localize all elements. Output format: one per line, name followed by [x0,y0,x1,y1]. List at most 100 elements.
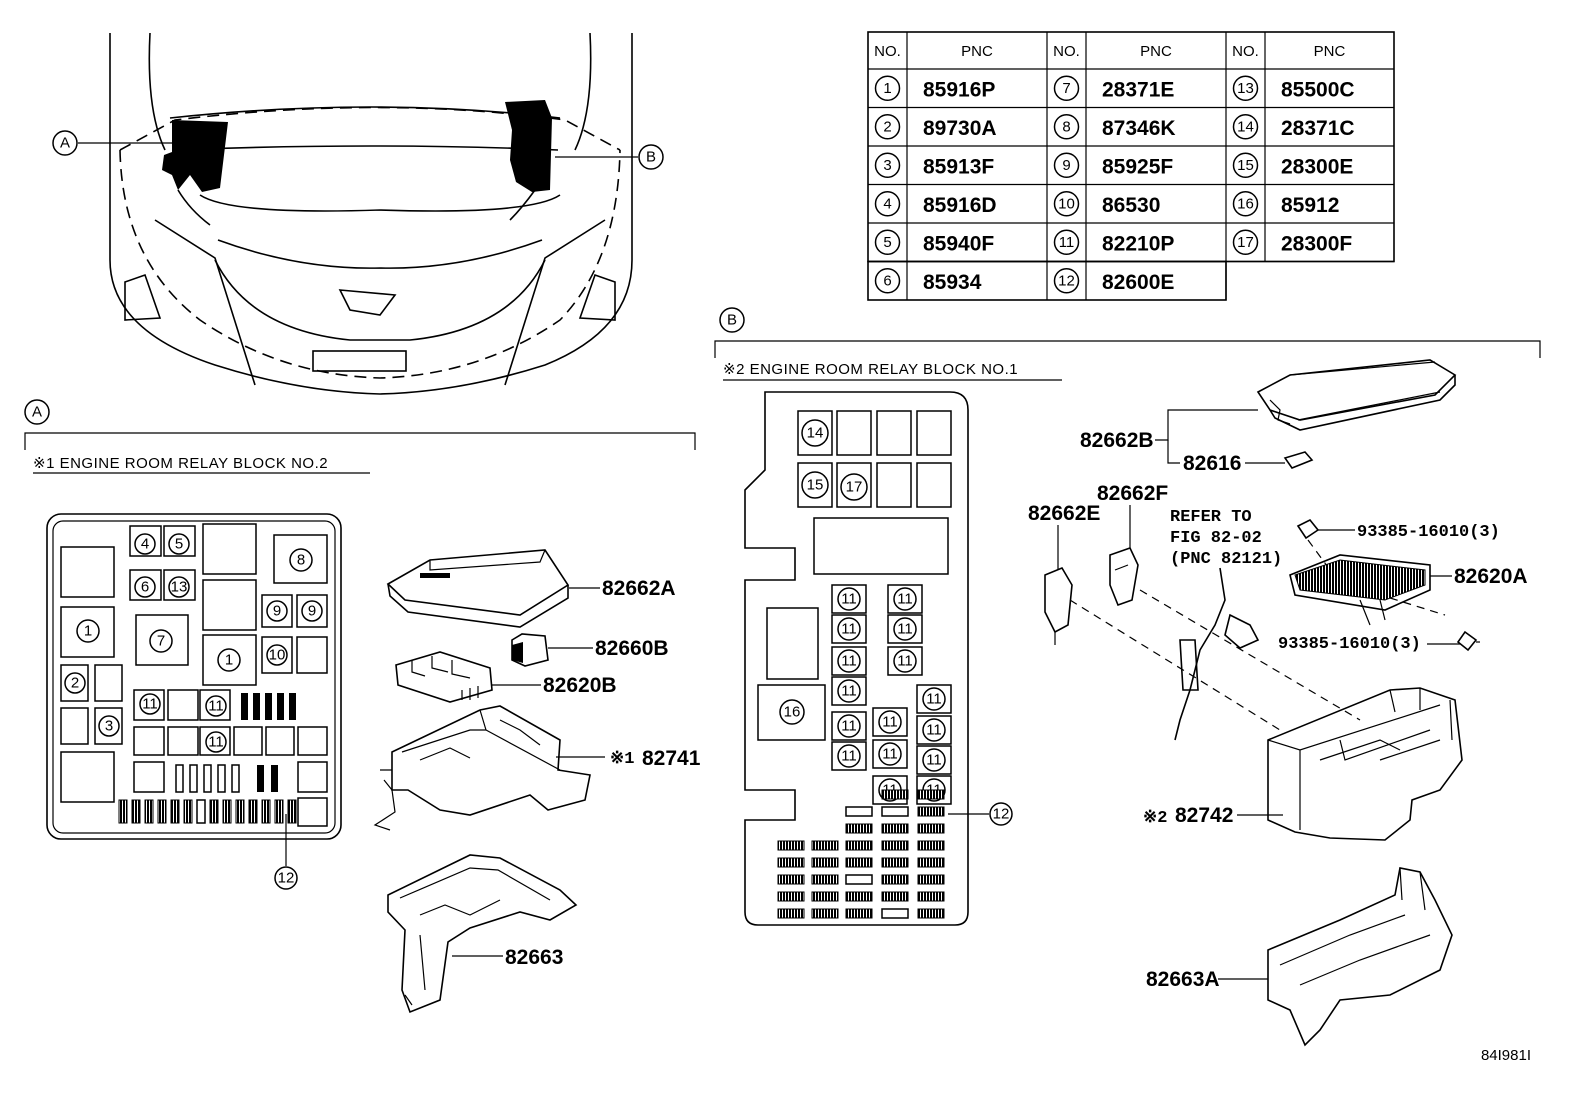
table-no: 14 [1237,118,1254,135]
bracket-82663-drawing [387,854,578,1014]
fuse-box-circle [837,714,861,738]
label-82660b: 82660B [595,637,669,660]
table-pnc: 85500C [1281,78,1355,101]
label-82741: 82741 [642,747,701,770]
fuse-box-label: 11 [841,718,857,735]
table-no: 11 [1059,234,1075,251]
fuse-strip [845,874,873,885]
fuse-box-label: 11 [882,714,898,731]
fuse-box-label: 11 [882,746,898,763]
fuse-strip [917,874,945,885]
fuse-box-label: 11 [841,683,857,700]
table-header-cell: PNC [1140,43,1172,60]
fuse-strip [917,857,945,868]
fuse-strip [811,891,839,902]
table-pnc: 28300E [1281,155,1353,178]
fuse-box-circle [837,744,861,768]
fuse-strip [811,874,839,885]
table-no: 6 [883,272,891,289]
table-no: 9 [1062,157,1070,174]
svg-text:3: 3 [105,718,113,735]
table-no-circle [1232,75,1259,101]
table-pnc: 85916D [923,194,997,217]
table-no: 5 [883,234,891,251]
table-no: 1 [883,80,891,97]
fuse-strip-a1 [241,693,296,720]
svg-text:8: 8 [297,552,305,569]
label-bolt-1: 93385-16010(3) [1357,523,1500,542]
block-b-position-labels: 14 15 17 16 12 [779,419,1013,826]
table-no-circle [1053,191,1080,217]
label-82662a: 82662A [602,577,676,600]
label-82663a: 82663A [1146,968,1220,991]
table-no: 17 [1237,234,1254,251]
svg-text:1: 1 [84,623,92,640]
table-pnc: 28300F [1281,232,1352,255]
fuse-strip-a3 [118,799,297,824]
svg-text:17: 17 [846,479,863,496]
table-no-circle [1053,75,1080,101]
fuse-strip [845,840,873,851]
fuse-strip [881,857,909,868]
fuse-box-circle [922,718,946,742]
fuse-strip [777,891,805,902]
table-pnc: 28371E [1102,78,1174,101]
svg-text:9: 9 [273,603,281,620]
fuse-strip [845,823,873,834]
clip-82616-drawing [1245,451,1314,469]
svg-text:11: 11 [142,696,158,713]
table-pnc: 85925F [1102,155,1173,178]
fuse-box-circle [893,649,917,673]
fuse-strip [811,840,839,851]
fuse-box-label: 11 [841,748,857,765]
fuse-strip [811,908,839,919]
svg-text:12: 12 [993,806,1010,823]
fuse-strip [917,840,945,851]
fuse-box-circle [878,742,902,766]
fuse-strip [777,908,805,919]
svg-text:6: 6 [141,579,149,596]
case-82741-drawing [373,705,605,831]
svg-text:5: 5 [175,536,183,553]
svg-text:15: 15 [807,477,824,494]
block-82620b-drawing [395,651,541,703]
section-a-title: ※1 ENGINE ROOM RELAY BLOCK NO.2 [33,455,328,472]
table-pnc: 82600E [1102,271,1174,294]
fuse-box-label: 11 [841,653,857,670]
table-no-circle [874,152,901,178]
table-no-circle [1232,191,1259,217]
table-no: 8 [1062,118,1070,135]
fuse-strip [777,874,805,885]
section-b-header: B ※2 ENGINE ROOM RELAY BLOCK NO.1 [714,307,1541,381]
fuse-boxes-b: 11111111111111111111111111111111 [831,584,952,805]
fuse-box-circle [837,679,861,703]
fuse-box-label: 11 [897,621,913,638]
fuse-strip [917,823,945,834]
fuse-box-circle [878,710,902,734]
fuse-box-circle [922,748,946,772]
fuse-strip [881,806,909,817]
label-82662e: 82662E [1028,502,1100,525]
table-no: 3 [883,157,891,174]
svg-text:2: 2 [71,675,79,692]
table-no-circle [874,191,901,217]
fuse-strip [917,891,945,902]
svg-text:B: B [646,149,656,166]
table-no-circle [874,229,901,255]
table-no-circle [1053,152,1080,178]
fuse-strip [881,789,909,800]
refer-line-3: (PNC 82121) [1170,550,1282,569]
vehicle-outline [78,32,638,395]
table-pnc: 85916P [923,78,995,101]
svg-text:4: 4 [141,536,149,553]
mark-2: ※2 [1143,809,1167,828]
table-header-cell: NO. [1053,43,1080,60]
table-pnc: 28371C [1281,117,1355,140]
fuse-strip [777,857,805,868]
fuse-box-label: 11 [926,722,942,739]
table-pnc: 87346K [1102,117,1176,140]
cover-82662b-drawing [1155,359,1457,464]
table-no: 13 [1237,80,1254,97]
svg-text:16: 16 [784,704,801,721]
